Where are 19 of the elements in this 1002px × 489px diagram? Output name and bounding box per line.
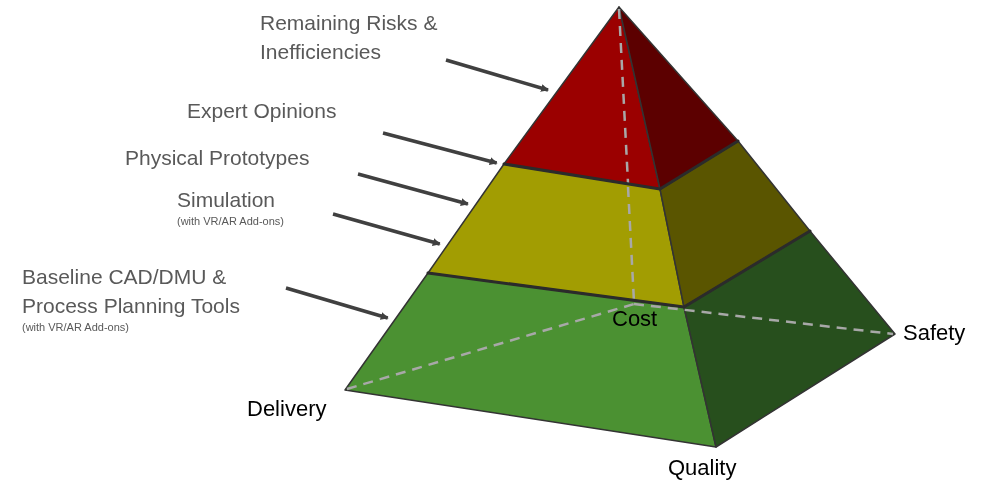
layer-label: Simulation [177,187,277,213]
arrow [357,172,469,206]
corner-label: Delivery [247,395,327,423]
layer-note: (with VR/AR Add-ons) [22,320,130,334]
corner-label: Cost [612,305,658,333]
arrow [332,212,441,246]
arrow [445,58,549,92]
layer-label: Expert Opinions [187,98,338,124]
pyramid-layer [427,139,811,308]
pyramid-top [503,6,739,190]
arrow [382,131,498,166]
corner-label: Quality [668,454,737,482]
layer-label: Physical Prototypes [125,145,311,171]
pyramid-layer [344,229,896,448]
layer-label: Baseline CAD/DMU & Process Planning Tools [22,264,241,319]
layer-label: Remaining Risks & Inefficiencies [260,10,439,65]
corner-label: Safety [903,319,966,347]
layer-note: (with VR/AR Add-ons) [177,214,285,228]
arrow [285,286,389,320]
